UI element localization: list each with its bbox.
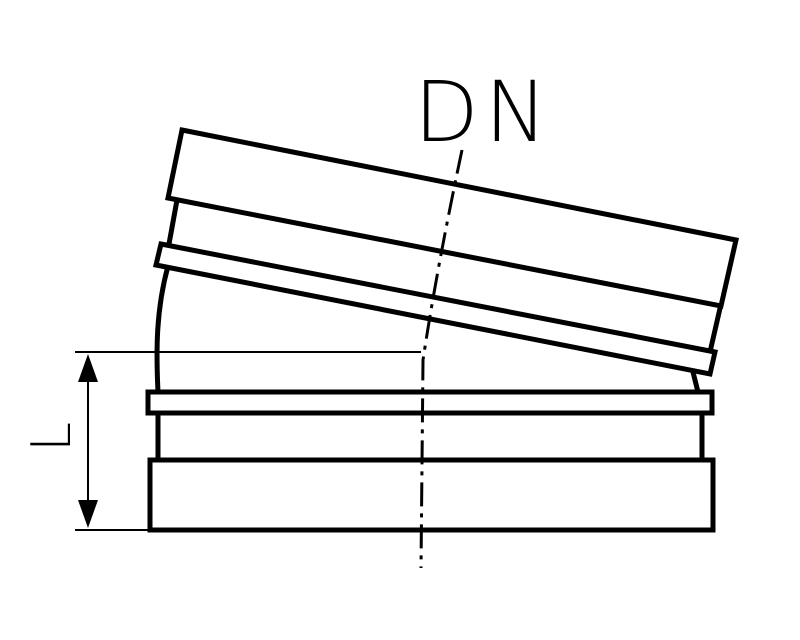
top-socket-band <box>165 127 740 309</box>
bend-left-wall <box>154 265 171 393</box>
dimension-l-arrow-bottom-icon <box>78 500 98 528</box>
bottom-ring-flange <box>145 389 715 416</box>
bottom-neck <box>155 413 705 460</box>
diameter-label: DN <box>414 63 554 161</box>
bend-right-wall <box>690 371 701 393</box>
top-ring-flange <box>152 241 719 377</box>
bottom-socket-band <box>147 457 716 533</box>
centre-axis-line <box>419 149 464 569</box>
length-label: L <box>20 422 83 452</box>
top-neck <box>166 199 724 353</box>
dimension-l-arrow-top-icon <box>78 354 98 382</box>
